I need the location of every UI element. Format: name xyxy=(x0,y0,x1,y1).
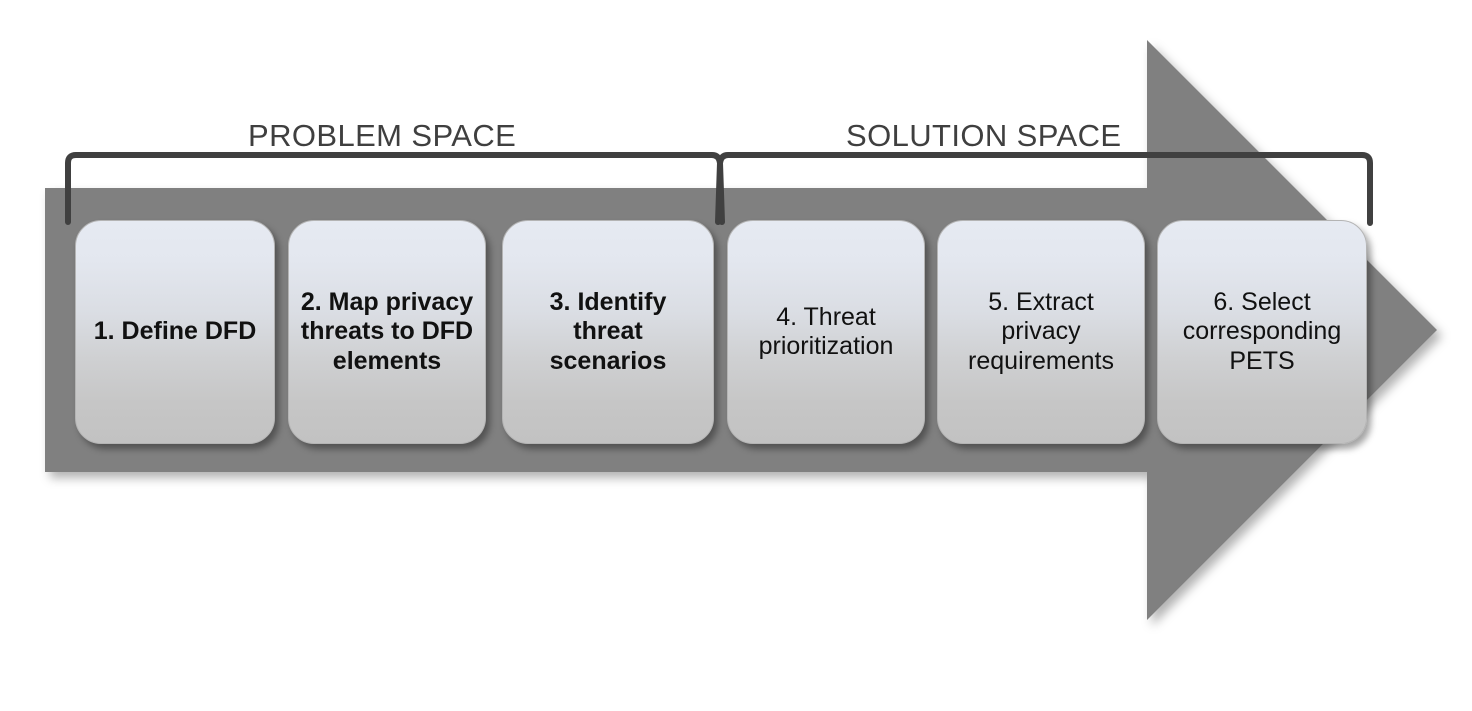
problem-space-bracket xyxy=(65,152,725,225)
solution-space-bracket xyxy=(715,152,1373,226)
step-label-3: 3. Identify threat scenarios xyxy=(549,287,667,375)
step-box-6[interactable]: 6. Select corresponding PETS xyxy=(1157,220,1367,444)
solution-space-label: SOLUTION SPACE xyxy=(846,118,1122,153)
step-box-4[interactable]: 4. Threat prioritization xyxy=(727,220,925,444)
step-box-3[interactable]: 3. Identify threat scenarios xyxy=(502,220,714,444)
step-label-6: 6. Select corresponding PETS xyxy=(1182,287,1342,375)
step-box-5[interactable]: 5. Extract privacy requirements xyxy=(937,220,1145,444)
step-box-2[interactable]: 2. Map privacy threats to DFD elements xyxy=(288,220,486,444)
step-label-2: 2. Map privacy threats to DFD elements xyxy=(300,287,474,375)
problem-space-label: PROBLEM SPACE xyxy=(248,118,517,153)
step-label-5: 5. Extract privacy requirements xyxy=(968,287,1114,375)
step-label-4: 4. Threat prioritization xyxy=(758,302,894,361)
step-label-1: 1. Define DFD xyxy=(93,317,257,346)
step-box-1[interactable]: 1. Define DFD xyxy=(75,220,275,444)
